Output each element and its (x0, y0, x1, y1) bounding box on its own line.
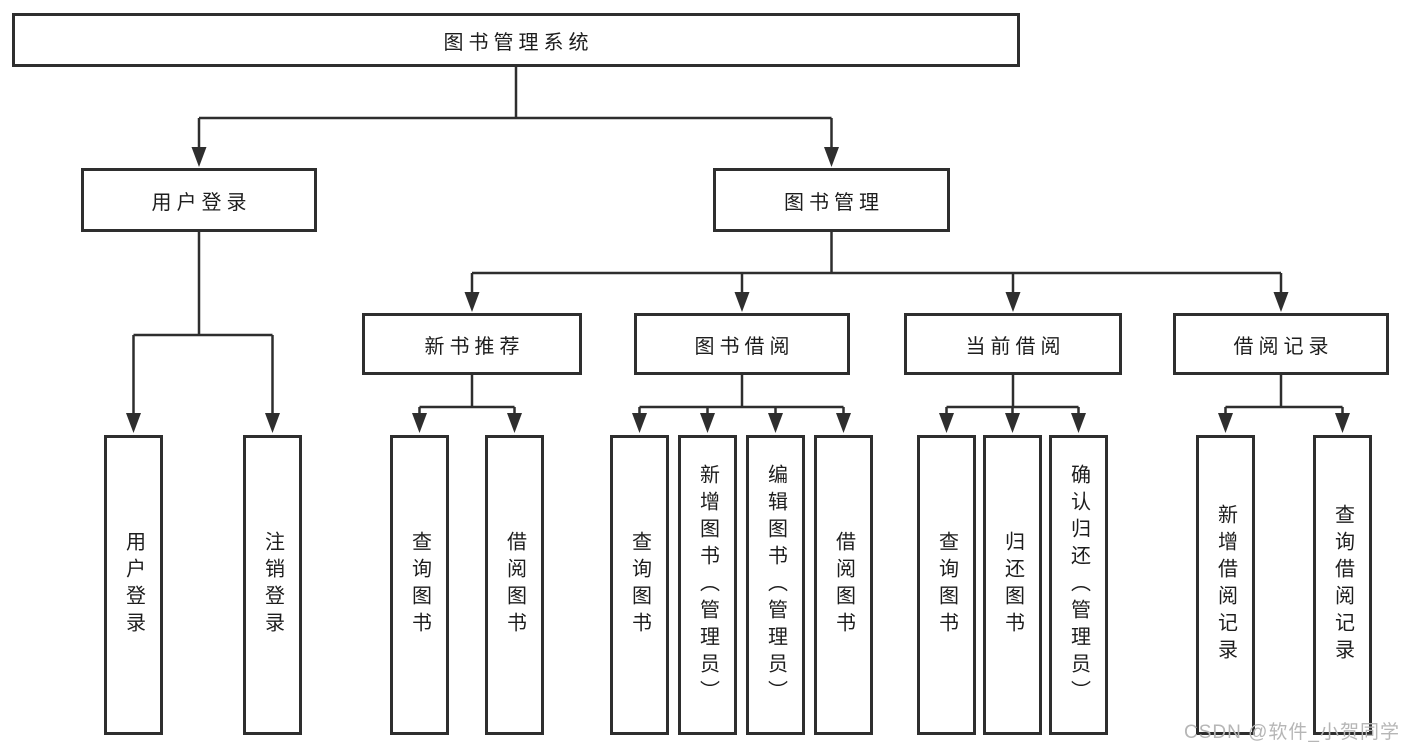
node-borrow-record: 借阅记录 (1173, 313, 1389, 375)
leaf-edit-book-admin: 编辑图书（管理员） (746, 435, 805, 735)
leaf-logout: 注销登录 (243, 435, 302, 735)
node-label: 编辑图书（管理员） (764, 463, 787, 707)
node-book-management: 图书管理 (713, 168, 950, 232)
node-label: 用户登录 (122, 531, 145, 639)
connector-current-borrow-to-leaves (939, 375, 1086, 433)
leaf-return-book: 归还图书 (983, 435, 1042, 735)
node-current-borrow: 当前借阅 (904, 313, 1122, 375)
node-label: 查询图书 (935, 531, 958, 639)
node-label: 图书借阅 (694, 335, 795, 358)
connector-root-to-level2 (191, 65, 839, 167)
leaf-user-login: 用户登录 (104, 435, 163, 735)
node-user-login: 用户登录 (81, 168, 317, 232)
leaf-query-borrow-record: 查询借阅记录 (1313, 435, 1372, 735)
node-label: 归还图书 (1001, 531, 1024, 639)
node-label: 用户登录 (151, 191, 252, 214)
node-label: 查询图书 (628, 531, 651, 639)
node-label: 确认归还（管理员） (1067, 463, 1090, 707)
connector-user-login-to-leaves (126, 230, 280, 433)
connector-borrow-record-to-leaves (1218, 375, 1350, 433)
node-new-book-recommend: 新书推荐 (362, 313, 582, 375)
node-book-borrow: 图书借阅 (634, 313, 850, 375)
node-label: 查询图书 (408, 531, 431, 639)
leaf-add-book-admin: 新增图书（管理员） (678, 435, 737, 735)
node-label: 图书管理 (784, 191, 884, 214)
leaf-borrow-book: 借阅图书 (814, 435, 873, 735)
csdn-watermark: CSDN @软件_小贺同学 (1184, 722, 1400, 743)
leaf-query-book-recommend: 查询图书 (390, 435, 449, 735)
leaf-borrow-book-recommend: 借阅图书 (485, 435, 544, 735)
connector-book-borrow-to-leaves (632, 375, 851, 433)
connector-book-management-to-level3 (464, 230, 1289, 312)
node-label: 新增图书（管理员） (696, 463, 719, 707)
connector-new-book-recommend-to-leaves (412, 375, 522, 433)
node-label: 当前借阅 (965, 335, 1066, 358)
node-label: 注销登录 (261, 531, 284, 639)
node-label: 借阅图书 (832, 531, 855, 639)
leaf-confirm-return-admin: 确认归还（管理员） (1049, 435, 1108, 735)
node-label: 借阅图书 (503, 531, 526, 639)
node-label: 新书推荐 (424, 335, 525, 358)
node-label: 新增借阅记录 (1214, 504, 1237, 666)
leaf-add-borrow-record: 新增借阅记录 (1196, 435, 1255, 735)
leaf-query-book-current: 查询图书 (917, 435, 976, 735)
node-label: 查询借阅记录 (1331, 504, 1354, 666)
node-label: 借阅记录 (1233, 335, 1334, 358)
node-root-library-system: 图书管理系统 (12, 13, 1020, 67)
node-label: 图书管理系统 (443, 31, 594, 54)
leaf-query-book-borrow: 查询图书 (610, 435, 669, 735)
